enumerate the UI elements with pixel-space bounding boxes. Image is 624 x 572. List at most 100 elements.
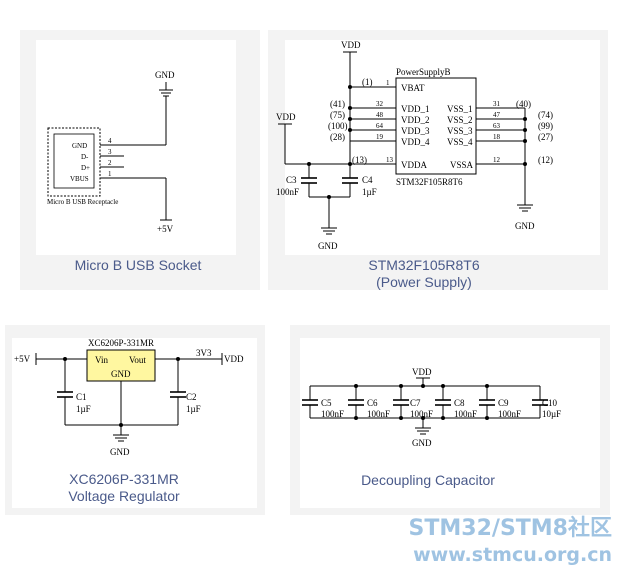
mcu-cap-c4: C4 1µF [342, 164, 377, 197]
c7-ref: C7 [410, 398, 421, 408]
usb-panel-inner [36, 40, 236, 255]
c4-ref: C4 [362, 175, 373, 185]
mcu-part-name: PowerSupplyB [396, 67, 451, 77]
caption-usb: Micro B USB Socket [75, 257, 202, 273]
mcu-vdd3-ref: (100) [328, 121, 348, 131]
decoupling-gnd: GND [412, 438, 432, 448]
mcu-vdd2-num: 48 [376, 111, 384, 119]
mcu-vbat-num: 1 [386, 79, 390, 87]
mcu-vdd3-label: VDD_3 [401, 126, 430, 136]
usb-pinnum-2: 2 [108, 159, 112, 167]
mcu-vss1-label: VSS_1 [447, 104, 473, 114]
c9-ref: C9 [498, 398, 509, 408]
c3-value: 100nF [276, 187, 299, 197]
regulator-vin: Vin [95, 355, 108, 365]
mcu-vss-pins: VSS_1 VSS_2 VSS_3 VSS_4 31 47 63 18 (40)… [447, 99, 553, 205]
mcu-vdd1-ref: (41) [330, 99, 345, 109]
mcu-vss2-ref: (74) [538, 110, 553, 120]
mcu-cap-c3: C3 100nF [276, 164, 317, 197]
mcu-vssa-label: VSSA [450, 160, 474, 170]
regulator-out-net: 3V3 [196, 348, 212, 358]
mcu-vdd4-ref: (28) [330, 132, 345, 142]
c8-value: 100nF [454, 409, 477, 419]
mcu-vdd2-label: VDD_2 [401, 115, 430, 125]
usb-pin-dplus: D+ [81, 164, 90, 172]
caption-regulator-line1: XC6206P-331MR [69, 471, 179, 487]
mcu-panel-inner [285, 40, 600, 255]
decoupling-capacitors: VDD GND C5 100nF C6 100nF C7 100nF [302, 367, 561, 448]
mcu-vss2-label: VSS_2 [447, 115, 473, 125]
c5-ref: C5 [321, 398, 332, 408]
mcu-vss1-ref: (40) [516, 99, 531, 109]
cap-c5: C5 100nF [302, 386, 344, 419]
mcu-vdd2-ref: (75) [330, 110, 345, 120]
usb-connector-body [47, 127, 101, 197]
voltage-regulator: XC6206P-331MR Vin Vout GND +5V 3V3 VDD C… [14, 338, 244, 457]
mcu-vdd-top: VDD [341, 40, 361, 50]
cap-c7: C7 100nF [393, 384, 433, 420]
c6-ref: C6 [367, 398, 378, 408]
mcu-power-supply: VDD PowerSupplyB STM32F105R8T6 (1) 1 VBA… [276, 40, 553, 251]
c7-value: 100nF [410, 409, 433, 419]
c2-value: 1µF [186, 404, 201, 414]
decoupling-vdd: VDD [412, 367, 432, 377]
regulator-in-net: +5V [14, 354, 31, 364]
usb-vcc-label: +5V [157, 224, 174, 234]
mcu-vssa-ref: (12) [538, 155, 553, 165]
c9-value: 100nF [498, 409, 521, 419]
regulator-out-port: VDD [224, 354, 244, 364]
caption-mcu-line2: (Power Supply) [376, 274, 472, 290]
mcu-vss4-num: 18 [493, 133, 501, 141]
usb-pin-dminus: D- [81, 153, 89, 161]
mcu-vdd-left: VDD [276, 112, 296, 122]
usb-socket: GND GND D- D+ VBUS 4 3 2 1 +5V Micro B U… [47, 70, 175, 234]
mcu-vdd1-num: 32 [376, 100, 384, 108]
regulator-cap-c2: C2 1µF [170, 359, 201, 425]
usb-gnd-label: GND [155, 70, 175, 80]
mcu-part-number: STM32F105R8T6 [396, 177, 463, 187]
usb-pinnum-1: 1 [108, 170, 112, 178]
c10-value: 10µF [542, 409, 561, 419]
mcu-vss4-label: VSS_4 [447, 137, 473, 147]
caption-regulator-line2: Voltage Regulator [68, 488, 180, 504]
mcu-vdd4-num: 19 [376, 133, 384, 141]
c6-value: 100nF [367, 409, 390, 419]
mcu-symbol-body [395, 77, 477, 175]
c3-ref: C3 [286, 175, 297, 185]
mcu-vss3-label: VSS_3 [447, 126, 473, 136]
mcu-vdd4-label: VDD_4 [401, 137, 430, 147]
usb-pin-gnd: GND [72, 142, 87, 150]
c1-value: 1µF [76, 404, 91, 414]
regulator-part-label: XC6206P-331MR [88, 338, 154, 348]
decoupling-panel-inner [300, 338, 600, 508]
regulator-vout: Vout [129, 355, 146, 365]
regulator-cap-c1: C1 1µF [57, 359, 91, 425]
caption-mcu-line1: STM32F105R8T6 [368, 257, 479, 273]
mcu-vbat-label: VBAT [401, 83, 425, 93]
c8-ref: C8 [454, 398, 465, 408]
c5-value: 100nF [321, 409, 344, 419]
regulator-gnd-pin: GND [111, 369, 131, 379]
usb-part-label: Micro B USB Receptacle [47, 198, 118, 206]
mcu-vss2-num: 47 [493, 111, 501, 119]
mcu-vdda-ref: (13) [352, 155, 367, 165]
caption-decoupling: Decoupling Capacitor [361, 472, 495, 488]
watermark-line1: STM32/STM8社区 [409, 515, 612, 541]
mcu-vss1-num: 31 [493, 100, 501, 108]
mcu-gnd-left: GND [318, 241, 338, 251]
mcu-vdda-num: 13 [386, 156, 394, 164]
mcu-vssa-num: 12 [493, 156, 501, 164]
mcu-vss3-num: 63 [493, 122, 501, 130]
mcu-vss4-ref: (27) [538, 132, 553, 142]
regulator-gnd: GND [110, 447, 130, 457]
cap-c8: C8 100nF [435, 384, 477, 420]
c4-value: 1µF [362, 187, 377, 197]
c2-ref: C2 [186, 392, 197, 402]
mcu-vbat-ref: (1) [362, 77, 373, 87]
cap-c9: C9 100nF [479, 384, 521, 420]
usb-pinnum-3: 3 [108, 148, 112, 156]
mcu-vdd1-label: VDD_1 [401, 104, 430, 114]
cap-c6: C6 100nF [348, 384, 390, 420]
